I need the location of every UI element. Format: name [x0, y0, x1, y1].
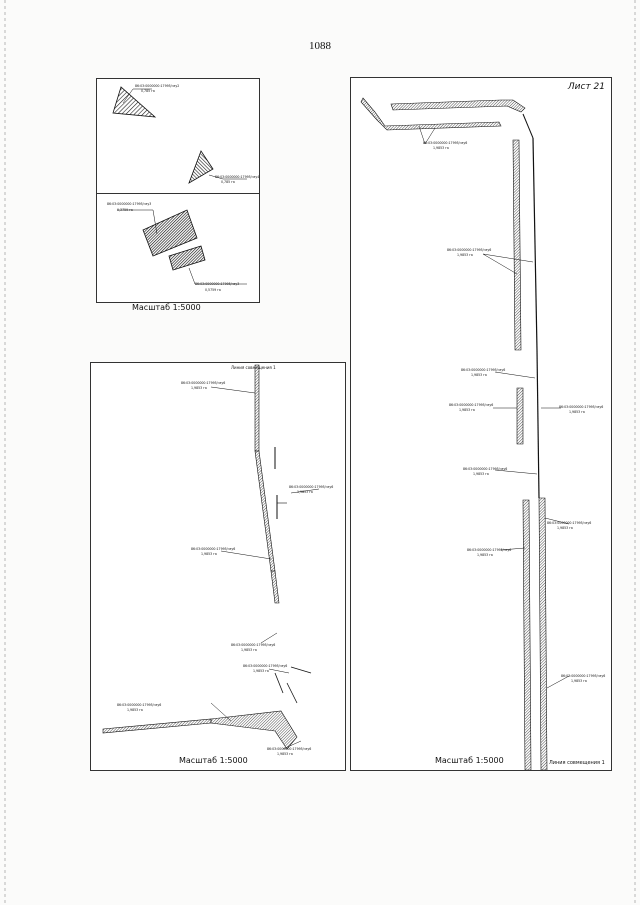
corridor-segment — [210, 710, 298, 750]
parcel-label-code: 86:03:0000000:17995/чзу4 — [215, 175, 260, 179]
parcel-label-area: 1,9853 га — [569, 410, 585, 414]
parcel-label-area: 0,785 га — [141, 89, 155, 93]
parcel-label-code: 86:03:0000000:17995/чзу6 — [117, 703, 162, 707]
left-panel-scale-caption: Масштаб 1:5000 — [179, 756, 248, 765]
parcel-label-area: 1,9853 га — [201, 552, 217, 556]
parcel-label-code: 86:03:0000000:17995/чзу6 — [547, 521, 592, 525]
right-map-panel: Лист 21 86:03:0000000:17995/чзу6 1,9853 … — [350, 77, 612, 771]
parcel-label-area: 1,9853 га — [477, 553, 493, 557]
parcel-label-area: 1,9853 га — [471, 373, 487, 377]
parcel-rect-1 — [142, 209, 198, 257]
parcel-label-code: 86:03:0000000:17995/чзу6 — [449, 403, 494, 407]
parcel-label-code: 86:03:0000000:17995/чзу6 — [243, 664, 288, 668]
right-map-drawing — [360, 97, 570, 770]
parcel-label-code: 86:03:0000000:17995/чзу6 — [423, 141, 468, 145]
corridor-segment — [538, 497, 548, 770]
page-number: 1088 — [309, 40, 331, 52]
parcel-label-area: 1,9853 га — [473, 472, 489, 476]
corridor-segment — [512, 139, 522, 351]
scan-edge-left — [4, 0, 6, 905]
parcel-label-code: 86:03:0000000:17995/чзу6 — [181, 381, 226, 385]
parcel-label-area: 1,9853 га — [433, 146, 449, 150]
small-panel-bottom: 86:03:0000000:17995/чзу3 0,3759 га 86:03… — [96, 193, 260, 303]
small-panel-bottom-drawing — [117, 209, 247, 285]
parcel-label-code: 86:03:0000000:17995/чзу6 — [463, 467, 508, 471]
parcel-label-area: 1,9853 га — [253, 669, 269, 673]
parcel-label-code: 86:03:0000000:17995/чзу2 — [135, 84, 180, 88]
parcel-triangle-2 — [188, 150, 214, 184]
left-map-drawing — [102, 364, 320, 750]
parcel-label-area: 1,9853 га — [457, 253, 473, 257]
scan-edge-right — [634, 0, 636, 905]
parcel-label-area: 1,9853 га — [191, 386, 207, 390]
parcel-label-code: 86:03:0000000:17995/чзу6 — [289, 485, 334, 489]
parcel-label-code: 86:03:0000000:17995/чзу3 — [195, 282, 240, 286]
parcel-label-code: 86:03:0000000:17995/чзу6 — [267, 747, 312, 751]
sheet-label: Лист 21 — [567, 82, 605, 92]
corridor-segment — [360, 97, 502, 131]
parcel-rect-2 — [168, 245, 206, 271]
parcel-label-area: 1,9853 га — [297, 490, 313, 494]
parcel-label-area: 0,785 га — [221, 180, 235, 184]
corridor-segment — [516, 387, 524, 445]
parcel-label-area: 1,9853 га — [571, 679, 587, 683]
parcel-label-code: 86:03:0000000:17995/чзу6 — [467, 548, 512, 552]
parcel-label-area: 1,9853 га — [241, 648, 257, 652]
corridor-segment — [102, 718, 212, 734]
parcel-label-area: 1,9853 га — [459, 408, 475, 412]
parcel-label-code: 86:03:0000000:17995/чзу6 — [559, 405, 604, 409]
small-panel-top: 86:03:0000000:17995/чзу2 0,785 га 86:03:… — [96, 78, 260, 195]
corridor-segment — [390, 99, 526, 113]
right-panel-scale-caption: Масштаб 1:5000 — [435, 756, 504, 765]
parcel-label-area: 1,9853 га — [127, 708, 143, 712]
corridor-segment — [270, 570, 280, 604]
parcel-label-code: 86:03:0000000:17995/чзу3 — [107, 202, 152, 206]
parcel-label-code: 86:03:0000000:17995/чзу6 — [461, 368, 506, 372]
parcel-label-code: 86:03:0000000:17995/чзу6 — [231, 643, 276, 647]
parcel-triangle-1 — [112, 86, 157, 118]
corridor-segment — [254, 450, 276, 572]
parcel-label-code: 86:03:0000000:17995/чзу6 — [191, 547, 236, 551]
parcel-label-area: 0,5759 га — [205, 288, 221, 292]
parcel-label-area: 1,9853 га — [277, 752, 293, 756]
parcel-label-area: 0,3759 га — [117, 208, 133, 212]
parcel-label-code: 86:03:0000000:17995/чзу6 — [561, 674, 606, 678]
small-panel-top-drawing — [112, 86, 247, 184]
corridor-segment — [254, 364, 260, 452]
left-map-panel: Линия совмещения 1 86:03:0000000:17995/ч… — [90, 362, 346, 771]
match-line-caption: Линия совмещения 1 — [231, 365, 276, 370]
parcel-label-area: 1,9853 га — [557, 526, 573, 530]
match-line-caption: Линия совмещения 1 — [549, 760, 605, 766]
small-panel-scale-caption: Масштаб 1:5000 — [132, 303, 201, 312]
parcel-label-code: 86:03:0000000:17995/чзу6 — [447, 248, 492, 252]
corridor-segment — [522, 499, 532, 770]
